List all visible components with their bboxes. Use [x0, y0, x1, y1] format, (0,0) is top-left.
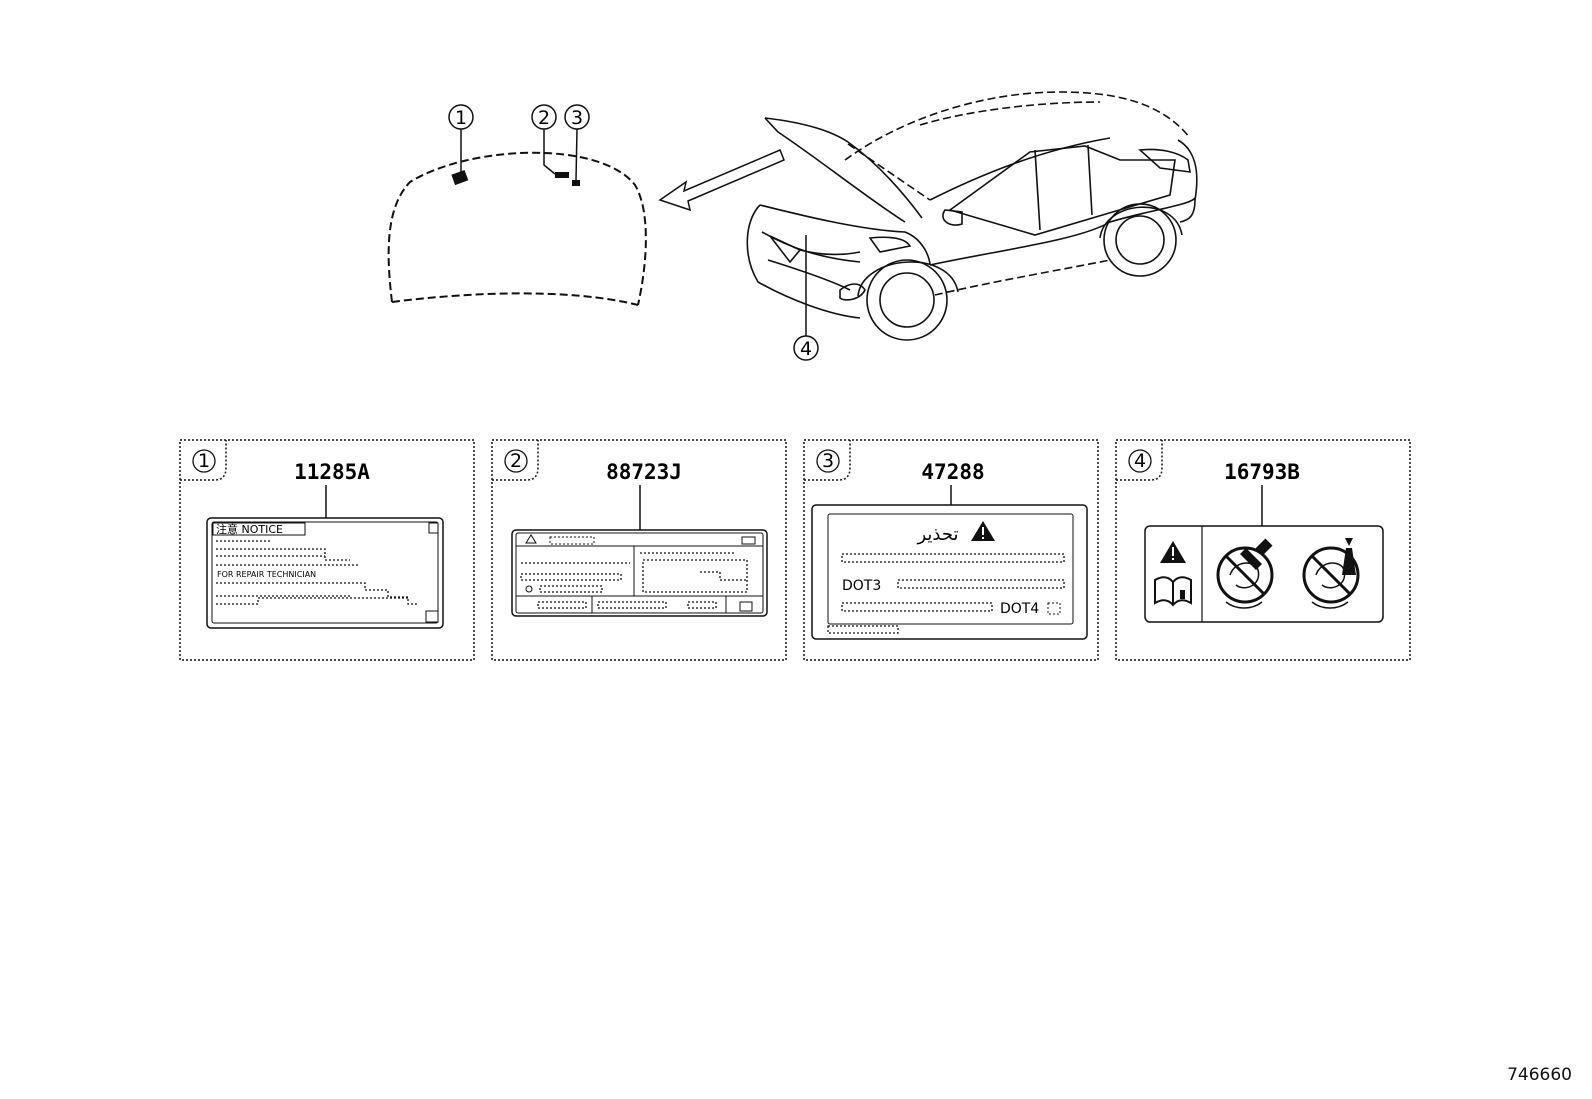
panel-2-index: 2 — [510, 450, 522, 472]
callout-3-number: 3 — [571, 107, 583, 129]
hood-label-1 — [451, 169, 469, 186]
label-11285A-line2: FOR REPAIR TECHNICIAN — [217, 570, 316, 579]
callout-4-number: 4 — [800, 338, 812, 360]
manual-book-icon — [1154, 576, 1192, 607]
callout-2: 2 — [531, 104, 557, 175]
drawing-id: 746660 — [1507, 1065, 1572, 1085]
panel-3-index: 3 — [822, 450, 834, 472]
callout-1: 1 — [448, 104, 474, 172]
label-47288-dot4: DOT4 — [1000, 601, 1039, 617]
battery-icon — [741, 536, 756, 545]
panel-2-part-number: 88723J — [606, 460, 682, 484]
direction-arrow — [658, 149, 785, 212]
label-11285A-heading: 注意 NOTICE — [216, 522, 283, 536]
callout-3: 3 — [564, 104, 590, 181]
panel-4-part-number: 16793B — [1224, 460, 1300, 484]
callout-2-number: 2 — [538, 107, 550, 129]
panel-3-part-number: 47288 — [921, 460, 984, 484]
label-88723J — [511, 529, 768, 617]
car-drawing — [746, 91, 1198, 341]
label-47288-warning-word: تحذير — [916, 524, 958, 545]
panel-1-part-number: 11285A — [294, 460, 370, 484]
callout-1-number: 1 — [455, 107, 467, 129]
hood-label-3 — [572, 180, 580, 186]
panel-4-index: 4 — [1134, 450, 1146, 472]
callout-4: 4 — [793, 235, 819, 361]
panel-3: 3 47288 تحذير DOT3 DOT4 — [803, 439, 1099, 661]
panel-4: 4 16793B — [1115, 439, 1411, 661]
hood-outline — [387, 151, 647, 306]
warning-triangle-icon — [1160, 541, 1186, 563]
label-47288-dot3: DOT3 — [842, 578, 881, 594]
panel-2: 2 88723J — [491, 439, 787, 661]
label-47288: تحذير DOT3 DOT4 — [811, 504, 1088, 640]
hood-label-2 — [555, 172, 569, 178]
warning-triangle-icon — [525, 534, 537, 544]
no-spray-icon — [1302, 538, 1360, 609]
label-11285A: 注意 NOTICE FOR REPAIR TECHNICIAN — [206, 517, 444, 629]
no-brush-icon — [1216, 538, 1274, 609]
warning-triangle-icon — [971, 521, 995, 541]
panel-1-index: 1 — [198, 450, 210, 472]
label-16793B — [1144, 525, 1384, 623]
panel-1: 1 11285A 注意 NOTICE FOR REPAIR TECHNICIAN — [179, 439, 475, 661]
